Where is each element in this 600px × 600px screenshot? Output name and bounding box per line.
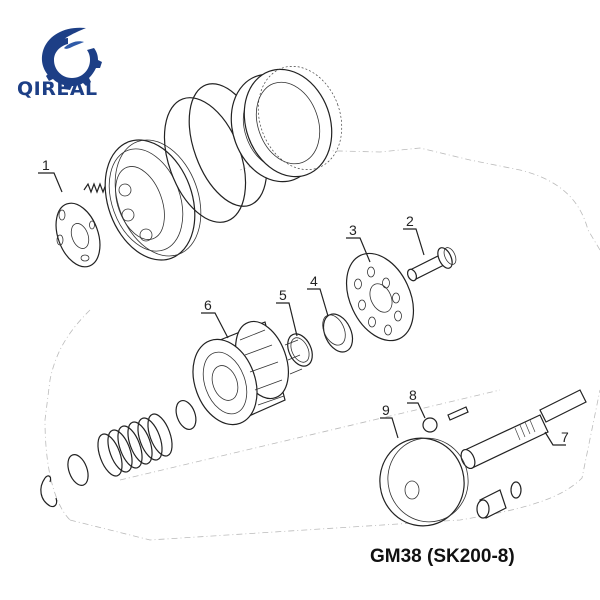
- part-8-ball: [422, 406, 469, 433]
- callout-leaders: [38, 172, 566, 446]
- brake-plates: [230, 66, 343, 183]
- main-spring: [97, 413, 173, 477]
- part-4-ball-guide: [322, 313, 354, 353]
- part-9-swash-plate: [379, 437, 469, 527]
- spring-washer: [67, 454, 89, 486]
- callout-5: 5: [279, 287, 287, 303]
- gear-c-logo-icon: [41, 27, 102, 90]
- brand-name: QIREAL: [17, 78, 98, 100]
- axis-line: [119, 389, 501, 481]
- part-1-valve-plate: [55, 202, 101, 268]
- callout-8: 8: [409, 387, 417, 403]
- callout-2: 2: [406, 213, 414, 229]
- part-3-shoe-plate: [345, 252, 415, 342]
- housing-disc: [104, 139, 202, 261]
- assembly-boundary: [44, 147, 600, 541]
- part-7-drive-shaft: [460, 389, 587, 470]
- bushings: [476, 481, 522, 519]
- snap-ring: [40, 477, 58, 508]
- model-caption: GM38 (SK200-8): [370, 546, 515, 567]
- part-2-piston: [406, 247, 457, 282]
- callout-3: 3: [349, 222, 357, 238]
- thrust-ring: [175, 399, 197, 431]
- callout-7: 7: [561, 429, 569, 445]
- part-6-cylinder-block: [192, 320, 303, 426]
- callout-1: 1: [42, 157, 50, 173]
- callout-4: 4: [310, 273, 318, 289]
- callout-9: 9: [382, 402, 390, 418]
- callout-6: 6: [204, 297, 212, 313]
